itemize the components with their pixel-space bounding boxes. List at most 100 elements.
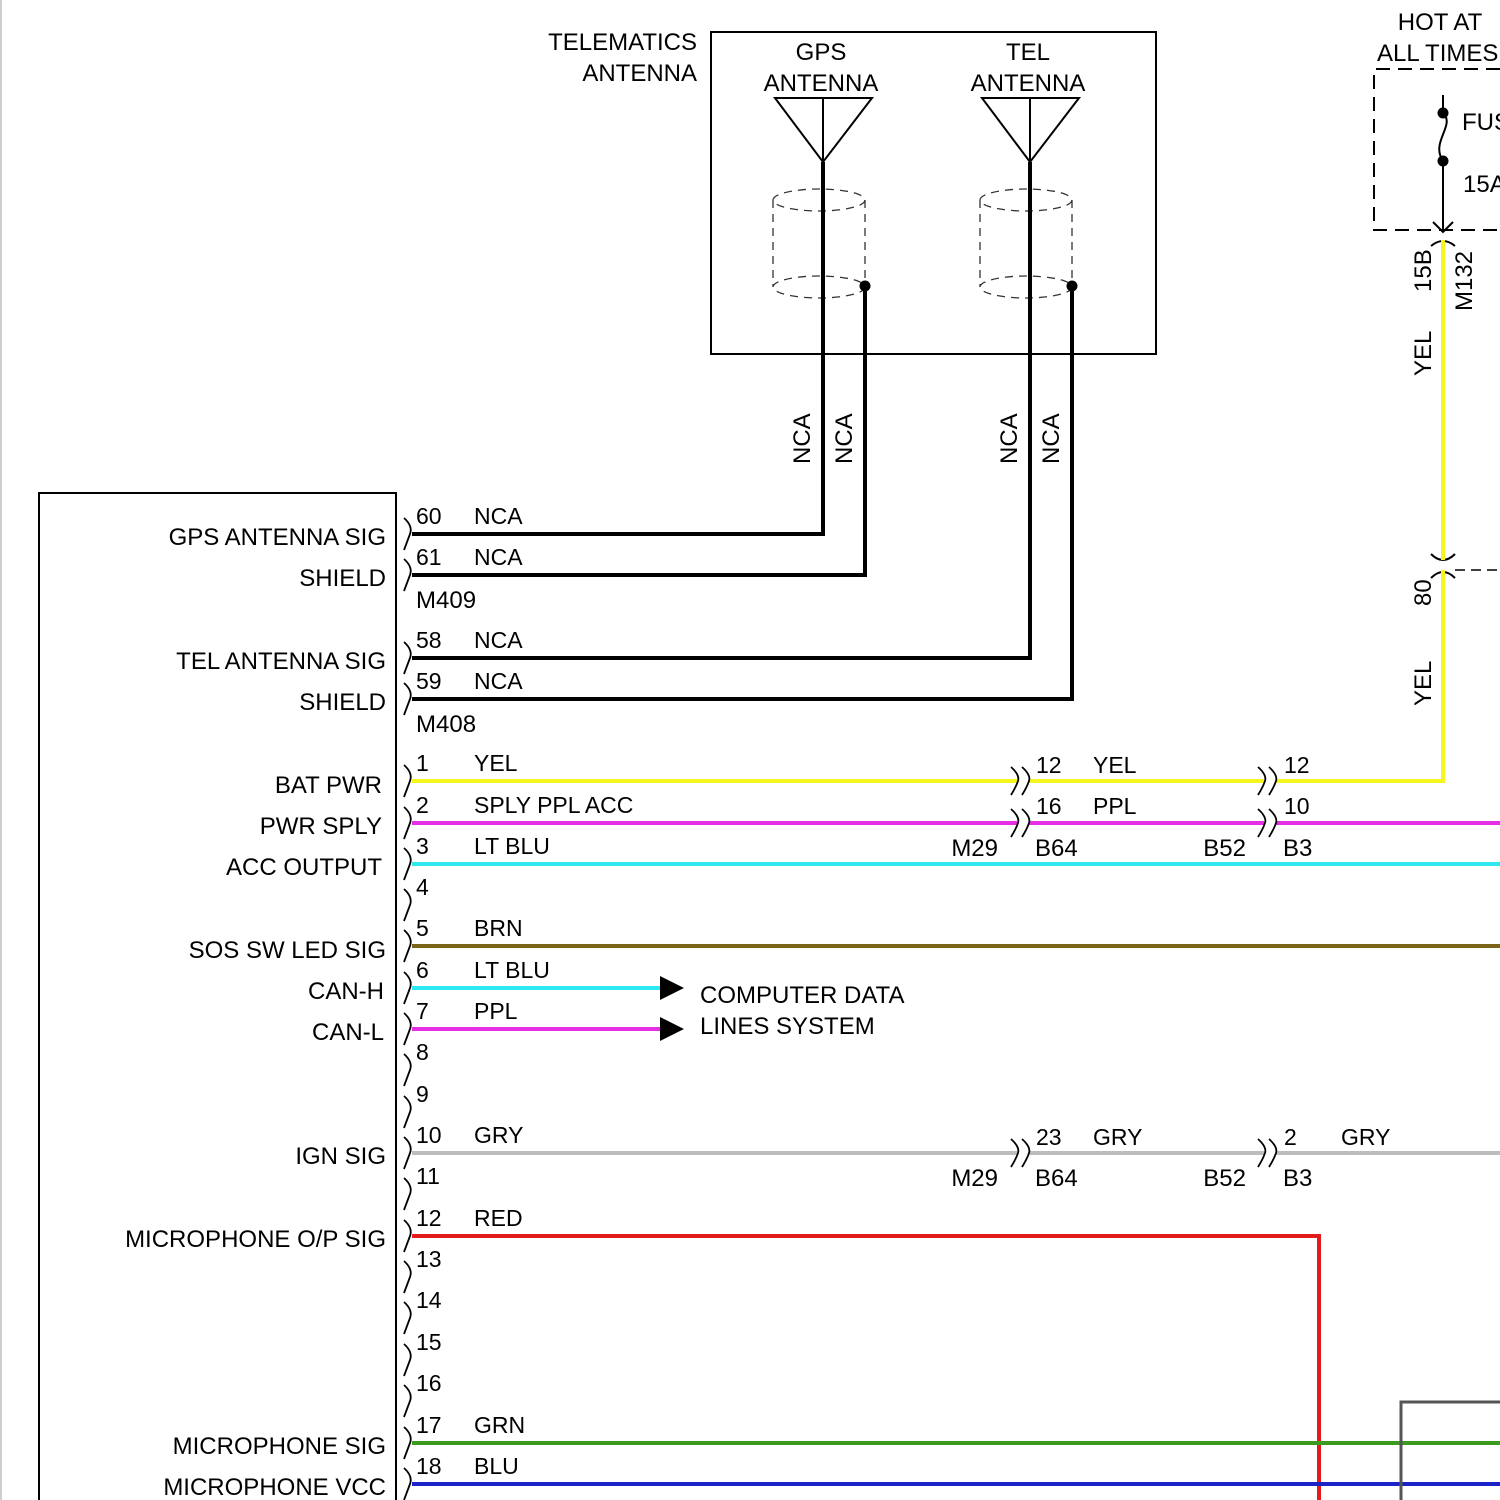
label-bat-pwr: BAT PWR — [275, 772, 382, 799]
fuse-rating: 15A — [1463, 171, 1500, 198]
pin-bracket-icon — [404, 1468, 411, 1500]
pin-wire-color: GRN — [474, 1412, 525, 1438]
pin-bracket-icon — [404, 1013, 411, 1045]
inline-connectors — [1011, 767, 1276, 1167]
pin-bracket-icon — [404, 1054, 411, 1086]
label-can-h: CAN-H — [308, 978, 384, 1005]
inline-connector-icon — [1022, 767, 1029, 795]
connector-m408: M408 — [416, 711, 476, 738]
all-times-label: ALL TIMES — [1377, 40, 1498, 67]
fuse-wire-color-upper: YEL — [1410, 331, 1437, 376]
pin-number: 17 — [416, 1412, 442, 1438]
connector-b3-lower: B3 — [1283, 1165, 1312, 1192]
ign-m29-pin: 23 — [1036, 1124, 1062, 1150]
ign-m29-wire: GRY — [1093, 1124, 1142, 1150]
pin-bracket-icon — [404, 683, 411, 715]
pwr-m29-wire: PPL — [1093, 793, 1137, 819]
pin-wire-color: NCA — [474, 668, 523, 694]
pin-number: 61 — [416, 544, 442, 570]
pin-number: 6 — [416, 957, 429, 983]
pin-wire-color: BLU — [474, 1453, 519, 1479]
tel-antenna-label-2: ANTENNA — [971, 70, 1086, 97]
pin-bracket-icon — [404, 765, 411, 797]
inline-connector-icon — [1269, 809, 1276, 837]
pin-wire-color: SPLY PPL ACC — [474, 792, 633, 818]
pin-number: 3 — [416, 833, 429, 859]
pin-number: 18 — [416, 1453, 442, 1479]
pin-number: 14 — [416, 1287, 442, 1313]
connector-m409: M409 — [416, 587, 476, 614]
connector-m29-lower: M29 — [951, 1165, 998, 1192]
tel-shield-splice — [1067, 281, 1078, 292]
gps-wire-a-color: NCA — [789, 413, 816, 464]
pin-bracket-icon — [404, 807, 411, 839]
pin-number: 8 — [416, 1039, 429, 1065]
fuse-box-outline — [1374, 69, 1500, 230]
tel-antenna-icon — [982, 98, 1079, 162]
can-destination-line-2: LINES SYSTEM — [700, 1013, 875, 1040]
fuse-connector: M132 — [1451, 251, 1478, 311]
can-destination-line-1: COMPUTER DATA — [700, 982, 904, 1009]
pin-wire-color: PPL — [474, 998, 518, 1024]
pin-number: 59 — [416, 668, 442, 694]
label-pwr-sply: PWR SPLY — [260, 813, 382, 840]
pin-bracket-icon — [404, 518, 411, 550]
pin-number: 12 — [416, 1205, 442, 1231]
label-can-l: CAN-L — [312, 1019, 384, 1046]
pin-number: 1 — [416, 750, 429, 776]
pin-bracket-icon — [404, 972, 411, 1004]
pin-number: 13 — [416, 1246, 442, 1272]
pin-wire-color: RED — [474, 1205, 523, 1231]
label-gps-antenna-sig: GPS ANTENNA SIG — [169, 524, 386, 551]
pin-bracket-icon — [404, 1261, 411, 1293]
pin-number: 4 — [416, 874, 429, 900]
label-microphone-op-sig: MICROPHONE O/P SIG — [125, 1226, 386, 1253]
connector-b64-lower: B64 — [1035, 1165, 1078, 1192]
fuse-name: FUS — [1462, 109, 1500, 136]
can-l-arrow-icon — [660, 1017, 684, 1041]
connector-b52-upper: B52 — [1203, 835, 1246, 862]
label-tel-shield: SHIELD — [299, 689, 386, 716]
ign-b52-wire: GRY — [1341, 1124, 1390, 1150]
telematics-label-2: ANTENNA — [582, 60, 697, 87]
inline-connector-icon — [1269, 1139, 1276, 1167]
connector-b52-lower: B52 — [1203, 1165, 1246, 1192]
pin-wire-color: LT BLU — [474, 833, 550, 859]
wire-gps-sig — [412, 162, 823, 534]
pin-bracket-icon — [404, 930, 411, 962]
hot-at-label: HOT AT — [1398, 9, 1483, 36]
splice-pin: 80 — [1410, 579, 1437, 606]
pin-bracket-icon — [404, 1178, 411, 1210]
pin-wire-color: BRN — [474, 915, 523, 941]
pin-bracket-icon — [404, 1137, 411, 1169]
label-tel-antenna-sig: TEL ANTENNA SIG — [176, 648, 386, 675]
wire-microphone-op — [412, 1236, 1319, 1500]
pwr-m29-pin: 16 — [1036, 793, 1062, 819]
connector-m29-upper: M29 — [951, 835, 998, 862]
pin-bracket-icon — [404, 1302, 411, 1334]
pin-number: 2 — [416, 792, 429, 818]
label-ign-sig: IGN SIG — [295, 1143, 386, 1170]
fuse-icon — [1439, 113, 1447, 161]
label-acc-output: ACC OUTPUT — [226, 854, 382, 881]
pin-wire-color: YEL — [474, 750, 518, 776]
tel-coax-shield-icon — [980, 189, 1072, 298]
bat-b52-pin: 12 — [1284, 752, 1310, 778]
bat-m29-wire: YEL — [1093, 752, 1137, 778]
bat-m29-pin: 12 — [1036, 752, 1062, 778]
pwr-b52-pin: 10 — [1284, 793, 1310, 819]
inline-connector-icon — [1269, 767, 1276, 795]
ign-b52-pin: 2 — [1284, 1124, 1297, 1150]
label-microphone-vcc: MICROPHONE VCC — [163, 1474, 386, 1500]
inline-connector-icon — [1022, 1139, 1029, 1167]
pin-bracket-icon — [404, 1344, 411, 1376]
fuse-block: HOT AT ALL TIMES FUS 15A 15B M132 YEL 80… — [1374, 9, 1500, 706]
pin-bracket-icon — [404, 1096, 411, 1128]
gps-shield-splice — [860, 281, 871, 292]
pin-number: 16 — [416, 1370, 442, 1396]
pin-bracket-icon — [404, 848, 411, 880]
pin-wire-color: NCA — [474, 627, 523, 653]
pin-wire-color: NCA — [474, 544, 523, 570]
